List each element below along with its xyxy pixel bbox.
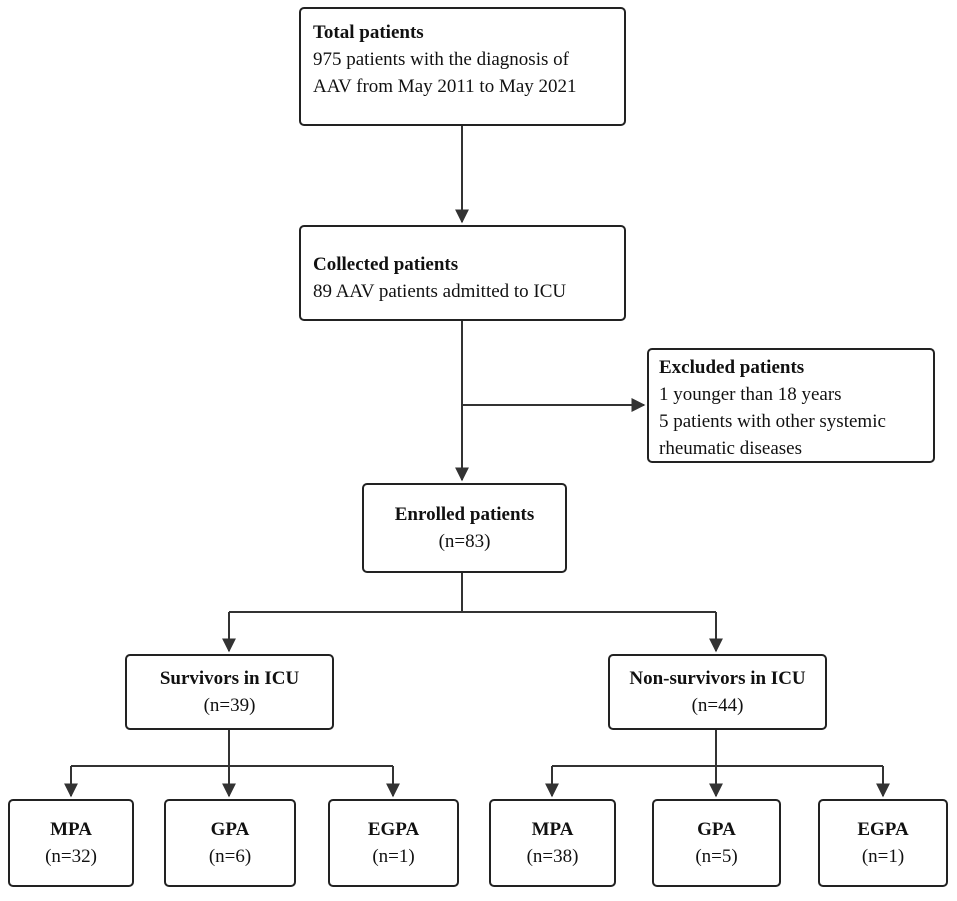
nonsurvivors-box: Non-survivors in ICU (n=44) <box>608 654 827 730</box>
enrolled-patients-title: Enrolled patients <box>394 504 535 525</box>
excluded-patients-line-1: 1 younger than 18 years <box>659 384 842 405</box>
enrolled-patients-box: Enrolled patients (n=83) <box>362 483 567 573</box>
survivors-title: Survivors in ICU <box>159 668 300 689</box>
nonsurvivors-title: Non-survivors in ICU <box>629 668 806 689</box>
nonsurvivors-mpa-box: MPA (n=38) <box>489 799 616 887</box>
excluded-patients-line-3: rheumatic diseases <box>659 438 802 459</box>
nonsurvivors-egpa-title: EGPA <box>857 819 909 840</box>
survivors-box: Survivors in ICU (n=39) <box>125 654 334 730</box>
survivors-mpa-box: MPA (n=32) <box>8 799 134 887</box>
collected-patients-box: Collected patients 89 AAV patients admit… <box>299 225 626 321</box>
collected-patients-line-1: 89 AAV patients admitted to ICU <box>313 281 567 302</box>
survivors-egpa-box: EGPA (n=1) <box>328 799 459 887</box>
excluded-patients-box: Excluded patients 1 younger than 18 year… <box>647 348 935 463</box>
total-patients-title: Total patients <box>313 22 424 43</box>
nonsurvivors-gpa-box: GPA (n=5) <box>652 799 781 887</box>
excluded-patients-title: Excluded patients <box>659 357 805 378</box>
survivors-egpa-title: EGPA <box>367 819 420 840</box>
nonsurvivors-gpa-title: GPA <box>697 819 736 840</box>
nonsurvivors-egpa-box: EGPA (n=1) <box>818 799 948 887</box>
survivors-gpa-count: (n=6) <box>208 846 252 867</box>
total-patients-line-1: 975 patients with the diagnosis of <box>313 49 569 70</box>
nonsurvivors-gpa-count: (n=5) <box>695 846 738 867</box>
total-patients-line-2: AAV from May 2011 to May 2021 <box>313 76 577 97</box>
nonsurvivors-mpa-title: MPA <box>531 819 574 840</box>
total-patients-box: Total patients 975 patients with the dia… <box>299 7 626 126</box>
survivors-mpa-title: MPA <box>50 819 92 840</box>
enrolled-patients-count: (n=83) <box>438 531 491 552</box>
collected-patients-title: Collected patients <box>313 254 459 275</box>
excluded-patients-line-2: 5 patients with other systemic <box>659 411 886 432</box>
nonsurvivors-mpa-count: (n=38) <box>526 846 579 867</box>
survivors-egpa-count: (n=1) <box>372 846 415 867</box>
survivors-count: (n=39) <box>203 695 256 716</box>
nonsurvivors-count: (n=44) <box>691 695 744 716</box>
survivors-gpa-box: GPA (n=6) <box>164 799 296 887</box>
nonsurvivors-egpa-count: (n=1) <box>861 846 905 867</box>
survivors-gpa-title: GPA <box>210 819 250 840</box>
survivors-mpa-count: (n=32) <box>45 846 97 867</box>
